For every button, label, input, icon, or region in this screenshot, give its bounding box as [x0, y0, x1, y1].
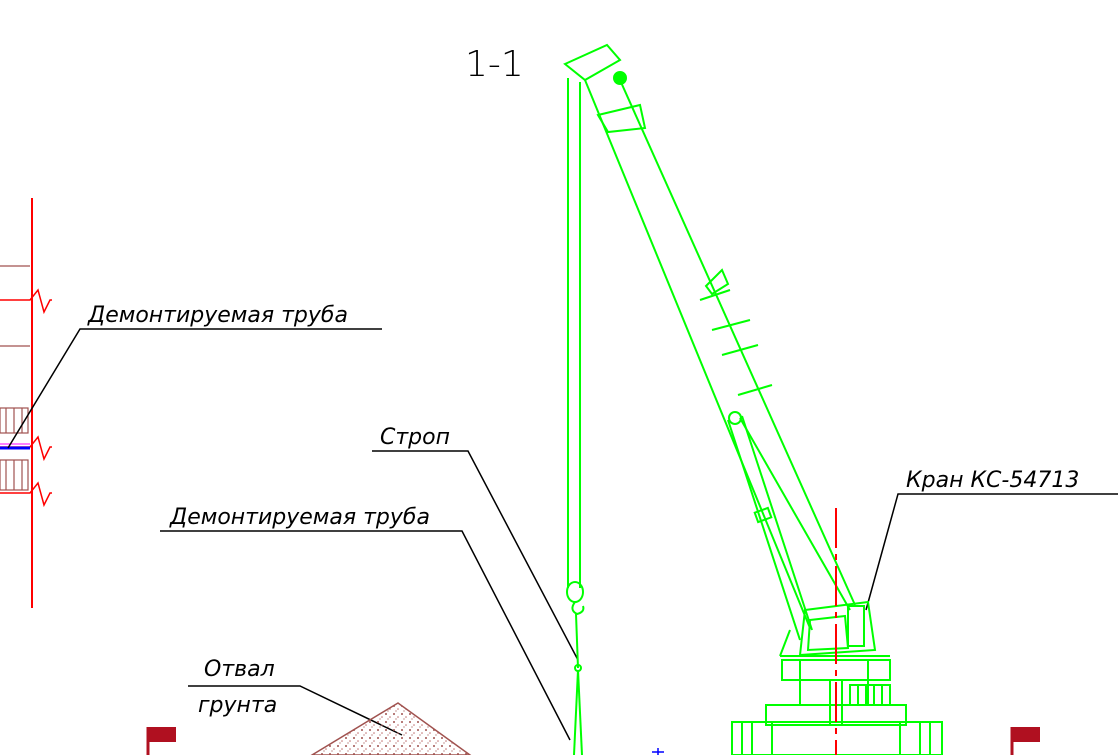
label-crane: Кран КС-54713	[906, 468, 1079, 493]
label-spoil-line2: грунта	[198, 693, 277, 718]
leader-sling: Строп	[372, 425, 579, 661]
ground-marker-left	[146, 727, 176, 755]
spoil-heap	[310, 702, 472, 755]
left-trench-section	[0, 198, 52, 608]
section-title: 1-1	[465, 44, 524, 85]
crane-ks-54713	[563, 43, 943, 755]
label-spoil-line1: Отвал	[204, 657, 275, 682]
leader-pipe-center: Демонтируемая труба	[160, 505, 571, 741]
leader-spoil: Отвал грунта	[188, 657, 403, 736]
leader-pipe-left: Демонтируемая труба	[7, 303, 382, 449]
label-pipe-center: Демонтируемая труба	[169, 505, 430, 530]
label-pipe-left: Демонтируемая труба	[87, 303, 348, 328]
ground-marker-right	[1010, 727, 1040, 755]
leader-crane: Кран КС-54713	[865, 468, 1118, 611]
label-sling: Строп	[380, 425, 450, 450]
